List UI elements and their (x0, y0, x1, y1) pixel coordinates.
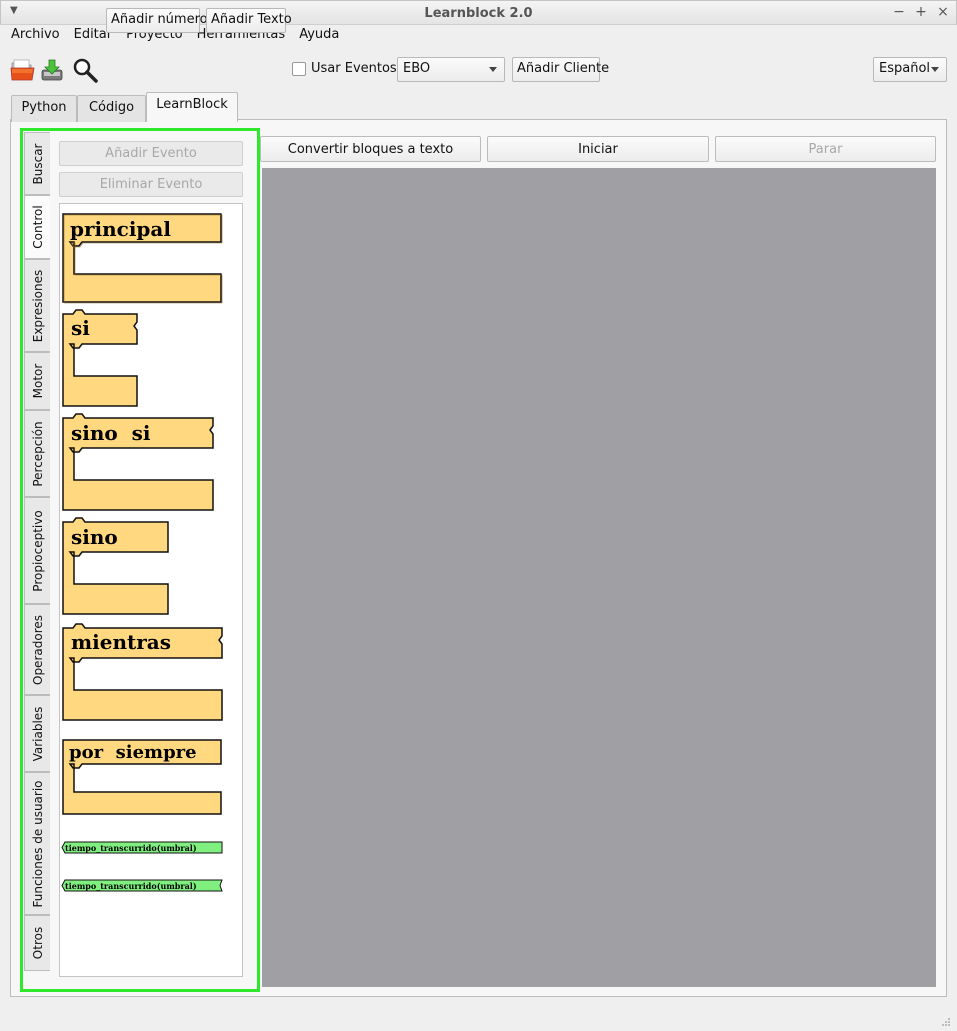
side-tab-label: Control (30, 205, 45, 249)
side-tab-variables[interactable]: Variables (24, 695, 50, 772)
side-tab-percepcion[interactable]: Percepción (24, 410, 50, 497)
side-tab-control[interactable]: Control (24, 195, 50, 259)
minimize-icon[interactable]: − (893, 4, 905, 20)
side-tab-propioceptivo[interactable]: Propioceptivo (24, 497, 50, 604)
side-tab-operadores[interactable]: Operadores (24, 604, 50, 695)
block-si[interactable]: si (62, 309, 138, 407)
block-sino[interactable]: sino (62, 517, 169, 615)
magnifier-icon[interactable] (72, 57, 98, 83)
block-tiempo-transcurrido-label: tiempo_transcurrido(umbral) (65, 843, 197, 853)
folder-open-icon[interactable] (10, 59, 35, 81)
use-events-label: Usar Eventos (311, 61, 397, 76)
block-mientras[interactable]: mientras (62, 623, 223, 721)
language-select-value: Español (879, 61, 931, 76)
menu-archivo[interactable]: Archivo (11, 27, 60, 42)
robot-select[interactable]: EBO (397, 57, 505, 82)
block-tiempo-transcurrido-label: tiempo_transcurrido(umbral) (65, 881, 197, 891)
side-tab-label: Funciones de usuario (30, 779, 45, 908)
side-tab-funciones-de-usuario[interactable]: Funciones de usuario (24, 772, 50, 915)
block-por-siempre[interactable]: por siempre (62, 739, 222, 815)
tab-python[interactable]: Python (11, 95, 77, 122)
save-download-icon[interactable] (40, 58, 64, 82)
robot-select-value: EBO (403, 61, 431, 76)
status-bar (0, 1001, 957, 1031)
side-tab-label: Percepción (30, 420, 45, 487)
block-por-siempre-label: por siempre (69, 742, 197, 763)
menu-editar[interactable]: Editar (73, 27, 113, 42)
side-tab-expresiones[interactable]: Expresiones (24, 259, 50, 352)
add-text-button[interactable]: Añadir Texto (206, 8, 292, 33)
use-events-checkbox[interactable] (292, 62, 306, 76)
block-tiempo-transcurrido[interactable]: tiempo_transcurrido(umbral) (61, 841, 223, 854)
add-number-button[interactable]: Añadir número (106, 8, 208, 33)
side-tab-label: Variables (30, 706, 45, 761)
block-sino-si[interactable]: sino si (62, 413, 214, 511)
block-principal-label: principal (70, 217, 171, 241)
side-tab-buscar[interactable]: Buscar (24, 132, 50, 195)
block-workspace-canvas[interactable] (262, 168, 936, 987)
block-tiempo-transcurrido[interactable]: tiempo_transcurrido(umbral) (61, 879, 223, 892)
chevron-down-icon (931, 67, 939, 72)
add-client-button[interactable]: Añadir Cliente (512, 57, 609, 82)
side-tab-label: Propioceptivo (30, 509, 45, 592)
block-si-label: si (71, 316, 90, 340)
stop-button[interactable]: Parar (715, 136, 936, 162)
side-tab-label: Expresiones (30, 269, 45, 342)
tab-learnblock[interactable]: LearnBlock (146, 92, 238, 122)
block-principal[interactable]: principal (62, 213, 223, 304)
side-tab-label: Motor (30, 363, 45, 399)
remove-event-button[interactable]: Eliminar Evento (59, 172, 243, 197)
side-tab-label: Otros (30, 926, 45, 960)
maximize-icon[interactable]: + (915, 4, 927, 20)
block-sino-si-label: sino si (71, 421, 151, 445)
block-mientras-label: mientras (71, 630, 171, 654)
side-tab-motor[interactable]: Motor (24, 352, 50, 410)
chevron-down-icon (489, 67, 497, 72)
block-palette-highlight (20, 128, 260, 992)
side-tab-label: Operadores (30, 614, 45, 685)
block-sino-label: sino (71, 525, 118, 549)
side-tab-label: Buscar (30, 143, 45, 184)
side-tab-otros[interactable]: Otros (24, 915, 50, 971)
tab-codigo[interactable]: Código (77, 95, 146, 122)
block-palette: principal si sino si sino mientras por s… (59, 203, 243, 977)
close-icon[interactable]: × (937, 4, 949, 20)
convert-to-text-button[interactable]: Convertir bloques a texto (260, 136, 481, 162)
window-menu-icon[interactable]: ▼ (10, 5, 18, 16)
language-select[interactable]: Español (873, 57, 947, 82)
window-title: Learnblock 2.0 (424, 6, 533, 21)
resize-grip-icon[interactable] (941, 1017, 951, 1027)
start-button[interactable]: Iniciar (487, 136, 709, 162)
menu-ayuda[interactable]: Ayuda (299, 27, 340, 42)
add-event-button[interactable]: Añadir Evento (59, 141, 243, 166)
